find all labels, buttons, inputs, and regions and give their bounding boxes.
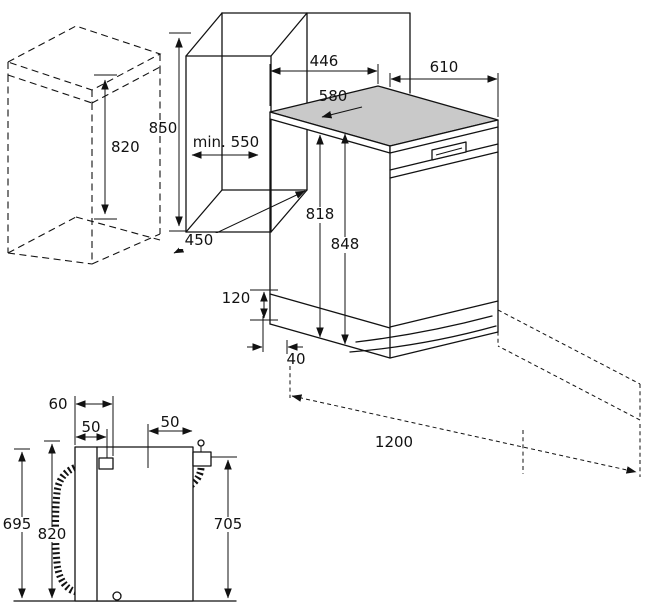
dim-label-inlet-height: 705 [214,515,243,533]
dim-inlet-height: 705 [211,456,243,599]
body-vertical-edges [269,118,499,359]
dim-top-width: 446 [269,52,379,106]
dim-drain-height: 695 [3,448,32,599]
dim-label-plinth-recess: 40 [286,350,305,368]
dim-label-cabinet-height: 820 [111,138,140,156]
dim-1200-line [291,394,637,474]
niche-depth-edges [185,12,308,233]
dim-label-counter-depth: 450 [185,231,214,249]
valve-knob [197,439,205,447]
counter-top-face [6,25,162,91]
dim-hose-height: 820 [37,440,67,599]
counter-top-thickness [7,54,161,104]
plinth-curves [349,315,497,353]
dim-label-niche-depth: min. 550 [193,133,259,151]
dim-lid-depth: 580 [319,87,363,119]
dim-820b-label-bg [37,527,67,542]
dim-hose-offset-left2: 50 [75,418,108,458]
drain-outlet [112,591,122,601]
dim-hose-offset-right: 50 [147,413,193,468]
dim-120-ticks [250,289,278,321]
dim-label-height-total: 848 [331,235,360,253]
worktop-top-face [269,85,499,147]
dim-niche-height: 850 [149,32,191,232]
body-floor-edges [269,323,499,359]
dim-40-extensions [262,316,288,354]
inlet-valve-block [192,451,212,467]
dim-1200-extensions [289,366,641,477]
dim-label-hose-offset-left: 60 [48,395,67,413]
dim-plinth-recess: 40 [247,316,306,368]
door-handle-detail [435,147,463,156]
counter-bottom-edges [7,233,161,265]
dim-820-ticks [94,74,117,220]
dim-446-extensions [269,64,379,106]
dim-705-label-bg [213,517,243,532]
dim-total-height: 848 [329,133,361,345]
dim-label-plinth-height: 120 [222,289,251,307]
dim-label-niche-height: 850 [149,119,178,137]
dim-total-depth: 610 [389,58,499,117]
door-open-outline [497,309,641,421]
door-open-shape [497,309,641,421]
dim-body-height: 818 [304,134,336,338]
dim-450-label-bg [179,233,219,249]
dim-610-extensions [389,73,499,117]
dim-label-door-clearance: 1200 [375,433,413,451]
dim-label-hose-offset-left2: 50 [81,418,100,436]
dim-695-label-bg [3,517,31,532]
counter-hidden-bottom [7,216,161,254]
dim-label-drain-height: 695 [3,515,32,533]
dim-818-label-bg [304,207,336,223]
dim-door-clearance: 1200 [289,366,641,477]
dim-label-depth-total: 610 [430,58,459,76]
dim-848-label-bg [329,237,361,253]
dim-plinth-height: 120 [222,289,278,321]
dim-label-width-top: 446 [310,52,339,70]
dim-label-hose-height: 820 [38,525,67,543]
dim-60-extensions [74,396,114,456]
dishwasher-worktop [269,85,499,154]
dim-580-arrow [321,106,363,119]
counter-outline [6,25,162,265]
dim-counter-height: 820 [94,74,140,220]
plinth-seam-side [269,293,391,329]
rear-view-detail: 60 50 50 695 820 705 [3,395,243,602]
dim-niche-depth: min. 550 [191,133,259,159]
dim-hose-offset-left: 60 [48,395,114,456]
dishwasher-body [269,118,499,359]
niche-rear-frame [221,12,308,191]
dim-label-height-body: 818 [306,205,335,223]
dim-counter-depth: 450 [173,190,306,254]
hose-fitting-left [98,457,114,470]
machine-rear-panel [74,446,194,602]
counter-verticals [7,67,161,264]
dim-label-depth-lid: 580 [319,87,348,105]
dim-label-hose-offset-right: 50 [160,413,179,431]
door-bottom-seam [389,300,499,328]
